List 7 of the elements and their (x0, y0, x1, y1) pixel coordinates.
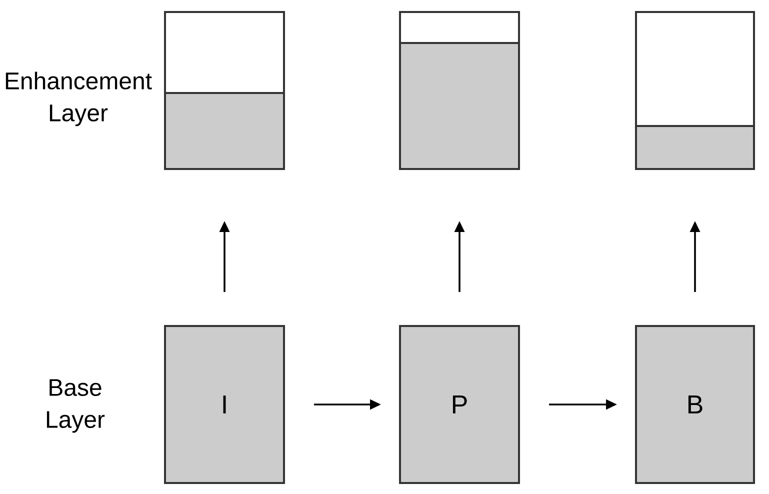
row-label: Base Layer (46, 379, 105, 433)
level-box (635, 11, 755, 170)
frame-box: P (399, 325, 520, 484)
frame-box: B (635, 325, 755, 484)
level-box (399, 11, 520, 170)
frame-box: I (164, 325, 285, 484)
level-box (164, 11, 285, 170)
